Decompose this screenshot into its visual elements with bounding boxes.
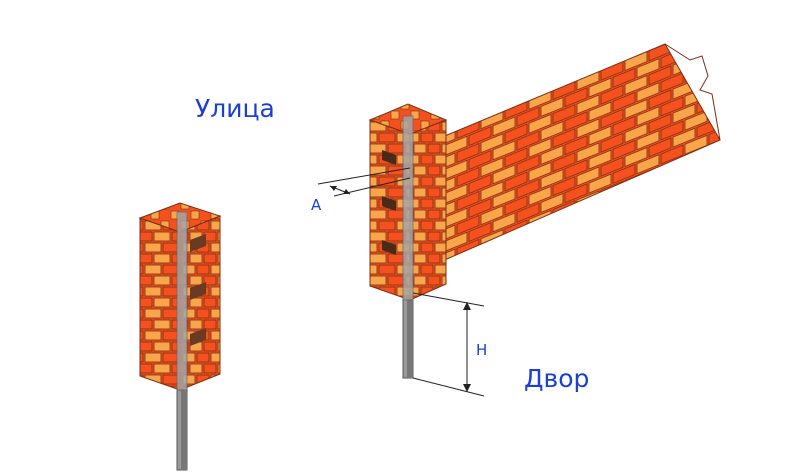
right-pillar-side-face (409, 119, 447, 301)
dimension-a-label: A (311, 196, 322, 214)
dimension-h (412, 292, 485, 397)
mount-plate (382, 240, 396, 255)
dimension-h-label: H (476, 341, 488, 359)
brick-wall (439, 43, 721, 263)
mount-plate (382, 196, 396, 211)
mount-plate (190, 234, 206, 252)
mount-plate (382, 150, 396, 165)
left-pillar (138, 202, 222, 471)
street-label: Улица (195, 94, 275, 123)
mount-plate (190, 282, 206, 300)
left-pillar-front-face (139, 217, 181, 391)
right-pillar (368, 103, 448, 379)
wall-face (439, 43, 721, 263)
yard-label: Двор (524, 364, 590, 393)
mount-plate (190, 328, 206, 346)
dimension-a (317, 167, 411, 197)
